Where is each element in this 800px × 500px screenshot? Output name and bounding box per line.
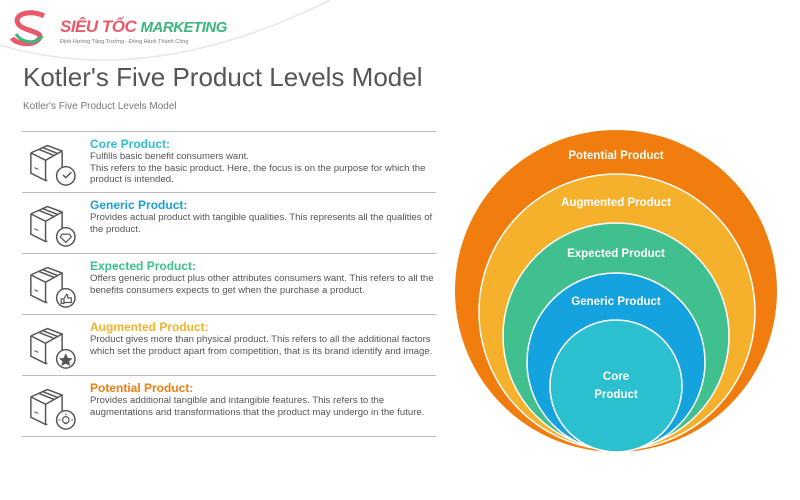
page-title: Kotler's Five Product Levels Model [23, 62, 423, 92]
logo: SIÊU TỐC MARKETING Định Hướng Tăng Trưởn… [8, 8, 227, 48]
level-row: Potential Product:Provides additional ta… [22, 376, 436, 437]
box-lightbulb-icon [30, 388, 76, 430]
label-potential: Potential Product [568, 150, 663, 162]
level-description: This refers to the basic product. Here, … [90, 162, 426, 186]
level-name: Generic Product [90, 198, 184, 212]
level-row: Expected Product:Offers generic product … [22, 254, 436, 315]
box-check-icon [30, 144, 76, 186]
circle-potential [455, 130, 777, 452]
level-heading: Generic Product: [90, 198, 188, 212]
circle-core [549, 319, 683, 453]
label-core-2: Product [594, 389, 638, 401]
level-name: Potential Product [90, 381, 190, 395]
level-row: Augmented Product:Product gives more tha… [22, 315, 436, 376]
brand-part2: MARKETING [140, 19, 228, 36]
page-subtitle: Kotler's Five Product Levels Model [23, 101, 177, 112]
level-description: Provides additional tangible and intangi… [90, 395, 425, 418]
brand-name: SIÊU TỐC MARKETING [60, 17, 227, 38]
box-star-icon [30, 327, 76, 369]
level-row: Generic Product:Provides actual product … [22, 193, 436, 254]
level-name: Core Product [90, 137, 167, 151]
circle-augmented [478, 173, 756, 451]
level-heading: Potential Product: [90, 381, 194, 395]
box-thumbs-up-icon [30, 266, 76, 308]
label-generic: Generic Product [571, 296, 661, 308]
level-name: Augmented Product [90, 320, 205, 334]
level-row: Core Product:Fulfills basic benefit cons… [22, 132, 436, 193]
label-augmented: Augmented Product [561, 197, 671, 209]
level-heading: Core Product: [90, 137, 171, 151]
level-description: Offers generic product plus other attrib… [90, 273, 434, 296]
box-diamond-icon [30, 205, 76, 247]
level-heading: Augmented Product: [90, 320, 209, 334]
label-core-1: Core [603, 371, 629, 383]
slogan: Định Hướng Tăng Trưởng - Đồng Hành Thành… [60, 39, 189, 45]
level-description: Provides actual product with tangible qu… [90, 212, 433, 235]
header-swoosh [0, 0, 331, 61]
brand-part1: SIÊU TỐC [60, 17, 137, 36]
levels-list: Core Product:Fulfills basic benefit cons… [22, 131, 436, 437]
level-description: Fulfills basic benefit consumers want. [90, 151, 249, 162]
label-expected: Expected Product [567, 248, 665, 260]
level-heading: Expected Product: [90, 259, 197, 273]
circle-generic [526, 272, 706, 452]
level-name: Expected Product [90, 259, 193, 273]
circle-expected [502, 222, 730, 450]
logo-s-icon [9, 10, 46, 47]
level-description: Product gives more than physical product… [90, 334, 433, 357]
